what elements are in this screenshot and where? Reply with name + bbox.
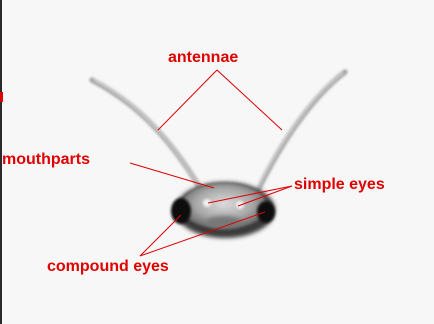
right-antenna — [257, 72, 345, 190]
insect-head — [171, 182, 275, 238]
leader-mouthparts — [130, 163, 214, 188]
right-compound-eye — [257, 201, 275, 223]
leader-compound-eyes-left — [140, 215, 181, 256]
leader-antennae-left — [158, 70, 217, 130]
label-compound-eyes: compound eyes — [47, 259, 169, 275]
label-antennae: antennae — [168, 50, 238, 66]
label-mouthparts: mouthparts — [2, 152, 90, 168]
left-compound-eye — [171, 198, 191, 224]
left-antenna — [92, 80, 200, 188]
label-simple-eyes: simple eyes — [294, 177, 385, 193]
leader-antennae-right — [217, 70, 282, 130]
